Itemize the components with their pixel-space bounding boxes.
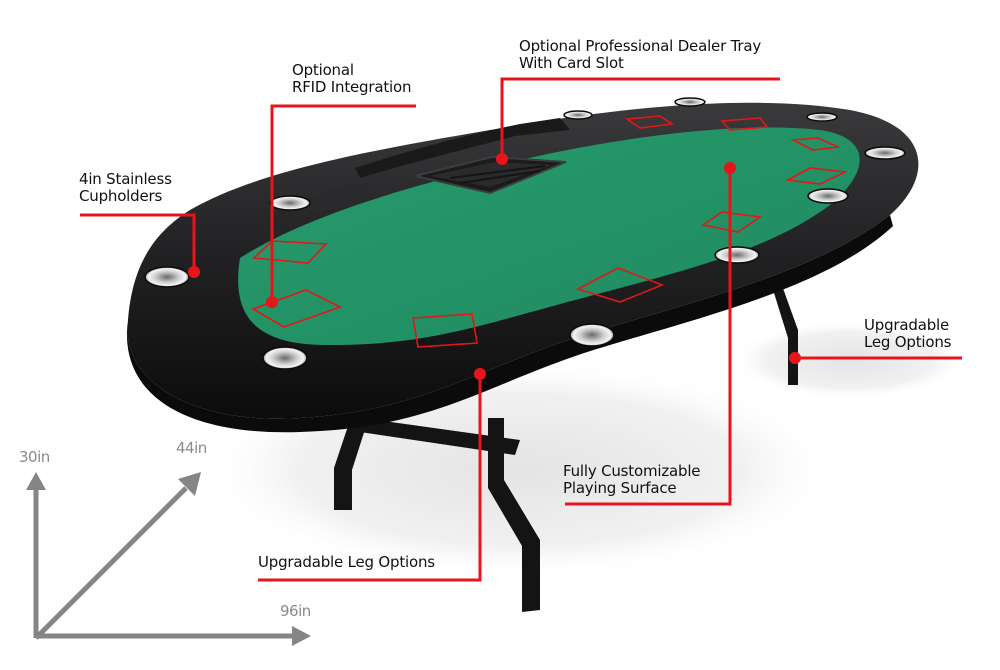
callout-line-rfid	[270, 104, 416, 302]
callout-text-line: Optional	[292, 61, 354, 79]
callout-text-line: Cupholders	[79, 187, 163, 205]
callout-dot-playing-surface	[724, 162, 736, 174]
callout-text-line: 4in Stainless	[79, 170, 172, 188]
callout-dot-dealer-tray	[496, 153, 508, 165]
callout-text-line: Upgradable	[864, 316, 950, 334]
cupholder	[569, 323, 615, 347]
callout-text-line: Fully Customizable	[563, 462, 701, 480]
dimension-label-height: 30in	[19, 448, 50, 466]
callout-label-dealer-tray: Optional Professional Dealer Tray With C…	[519, 38, 761, 72]
cupholder	[806, 112, 838, 122]
callout-label-legs-front: Upgradable Leg Options	[258, 554, 435, 571]
callout-label-playing-surface: Fully Customizable Playing Surface	[563, 462, 701, 497]
callout-dot-rfid	[266, 296, 278, 308]
callout-label-legs-right: Upgradable Leg Options	[864, 317, 951, 351]
callout-dot-legs-right	[789, 352, 801, 364]
callout-label-rfid: Optional RFID Integration	[292, 62, 411, 96]
cupholder	[269, 195, 311, 211]
callout-label-cupholders: 4in Stainless Cupholders	[79, 171, 172, 205]
callout-lines	[80, 77, 962, 582]
callout-text-line: With Card Slot	[519, 54, 624, 72]
cupholder	[144, 266, 190, 288]
cupholder	[262, 346, 308, 370]
dimension-label-length: 96in	[280, 602, 311, 620]
dimension-label-width: 44in	[176, 439, 207, 457]
dealer-tray	[414, 155, 567, 195]
callout-line-cupholders	[80, 213, 196, 270]
callout-line-playing-surface	[565, 168, 732, 506]
callout-dot-cupholders	[188, 266, 200, 278]
cupholder	[674, 97, 706, 107]
callout-text-line: Playing Surface	[563, 479, 677, 497]
callout-text-line: Upgradable Leg Options	[258, 553, 435, 571]
felt-playing-surface	[238, 118, 860, 346]
callout-text-line: Optional Professional Dealer Tray	[519, 37, 761, 55]
cupholder	[563, 110, 593, 120]
cupholders	[144, 97, 906, 370]
callout-text-line: Leg Options	[864, 333, 952, 351]
callout-line-dealer-tray	[500, 77, 780, 158]
callout-text-line: RFID Integration	[292, 78, 412, 96]
cupholder	[714, 246, 760, 264]
dimension-arrows	[26, 472, 311, 646]
width-arrow	[34, 486, 188, 640]
cupholder	[864, 146, 906, 160]
cupholder	[807, 188, 849, 204]
callout-line-legs-front	[258, 374, 482, 582]
callout-dot-legs-front	[474, 368, 486, 380]
callout-dots	[188, 153, 801, 380]
betting-box-markings	[251, 115, 848, 348]
